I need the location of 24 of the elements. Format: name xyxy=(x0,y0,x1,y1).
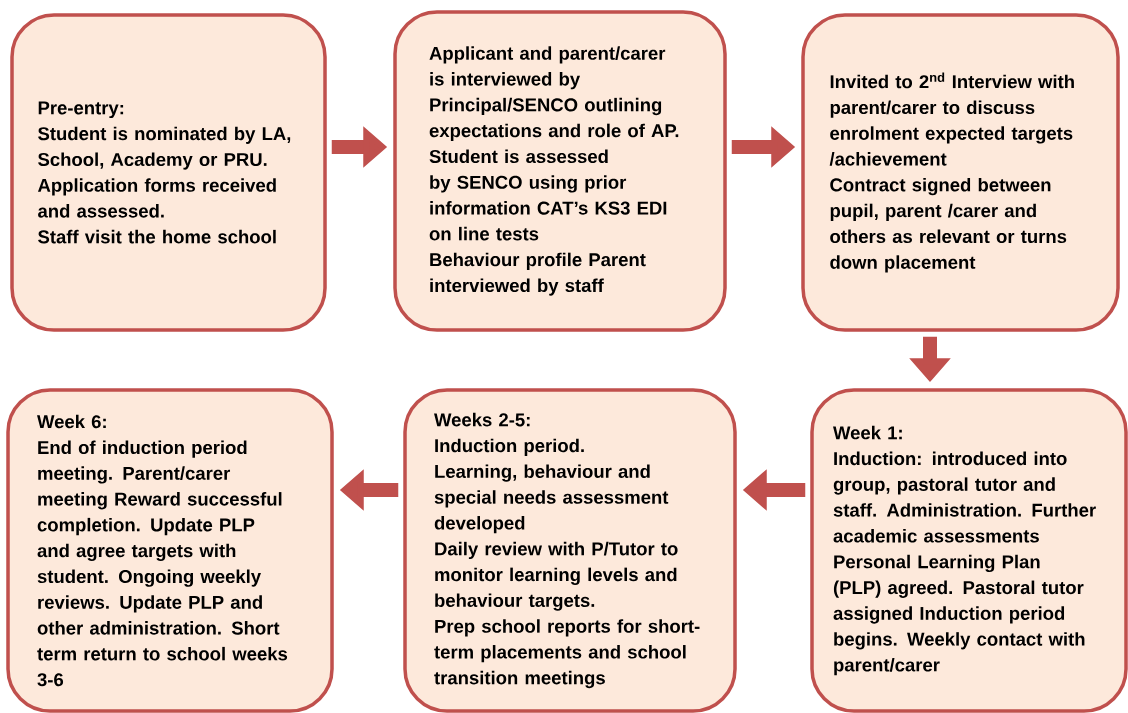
step-text: Contract signed between pupil, parent /carer and others as relevant or turns down placement xyxy=(830,177,1067,273)
step-text: Prep school reports for short-term placements and school transition meetings xyxy=(434,619,700,689)
rounded-box xyxy=(6,388,334,713)
step-text: Student is assessed by SENCO using prior information CAT’s KS3 EDI on line tests xyxy=(429,149,667,241)
step-text: Applicant and parent/carer is interviewed by Principal/SENCO outlining expectations and role of AP. xyxy=(429,46,679,141)
step-text: Application forms received and assessed. xyxy=(37,178,276,218)
rounded-box xyxy=(393,10,727,332)
step-text: Invited to 2$^{nd}$ Interview with parent/carer to discuss enrolment expected targets /achievement xyxy=(829,72,1074,166)
rounded-box xyxy=(403,388,737,713)
step-text: Student is nominated by LA, School, Academy or PRU. xyxy=(38,126,291,170)
step-text: Induction period. xyxy=(435,438,584,456)
step-text: Daily review with P/Tutor to monitor learning levels and behaviour targets. xyxy=(435,541,678,611)
step-text: Learning, behaviour and special needs assessment developed xyxy=(434,464,669,534)
step-text: Behaviour profile Parent interviewed by staff xyxy=(430,252,646,296)
step-heading: Pre-entry: xyxy=(38,101,124,119)
step-heading: Weeks 2-5: xyxy=(434,412,530,427)
step-text: End of induction period meeting. Parent/carer meeting Reward successful completion. Update PLP and agree targets with student. Ongoing weekly reviews. Update PLP and other administration. Short term return to school weeks 3-6 xyxy=(37,440,288,687)
rounded-box xyxy=(801,13,1120,332)
step-heading: Week 1: xyxy=(833,425,902,440)
rounded-box xyxy=(810,388,1128,713)
rounded-box xyxy=(10,13,327,332)
step-text: Induction: introduced into group, pastoral tutor and staff. Administration. Further academic assessments Personal Learning Plan (PLP) agreed. Pastoral tutor assigned Induction period begins. Weekly contact with parent/carer xyxy=(833,451,1096,676)
step-text: Staff visit the home school xyxy=(38,229,276,244)
step-heading: Week 6: xyxy=(37,414,106,429)
